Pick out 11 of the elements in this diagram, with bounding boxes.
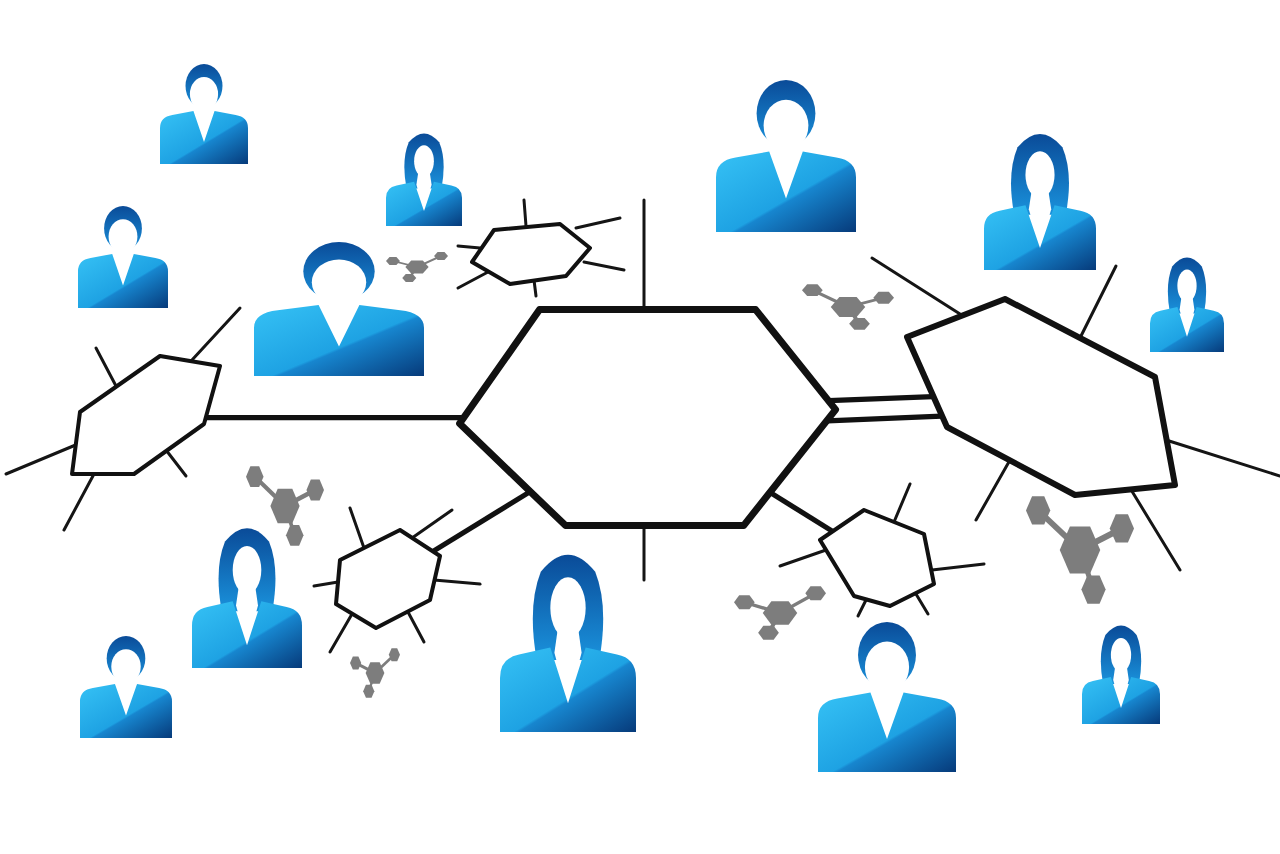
- hexagon-node: [70, 354, 222, 476]
- connector-line: [205, 415, 465, 421]
- hexagon-node: [818, 508, 936, 608]
- connector-line: [828, 394, 934, 404]
- connector-line: [827, 413, 942, 424]
- hexagon-node: [903, 295, 1177, 497]
- hexagon-node: [470, 222, 592, 286]
- connector-line: [769, 490, 834, 534]
- hexagon-node: [334, 528, 442, 630]
- connector-line: [431, 489, 532, 554]
- hexagon-node: [456, 306, 840, 530]
